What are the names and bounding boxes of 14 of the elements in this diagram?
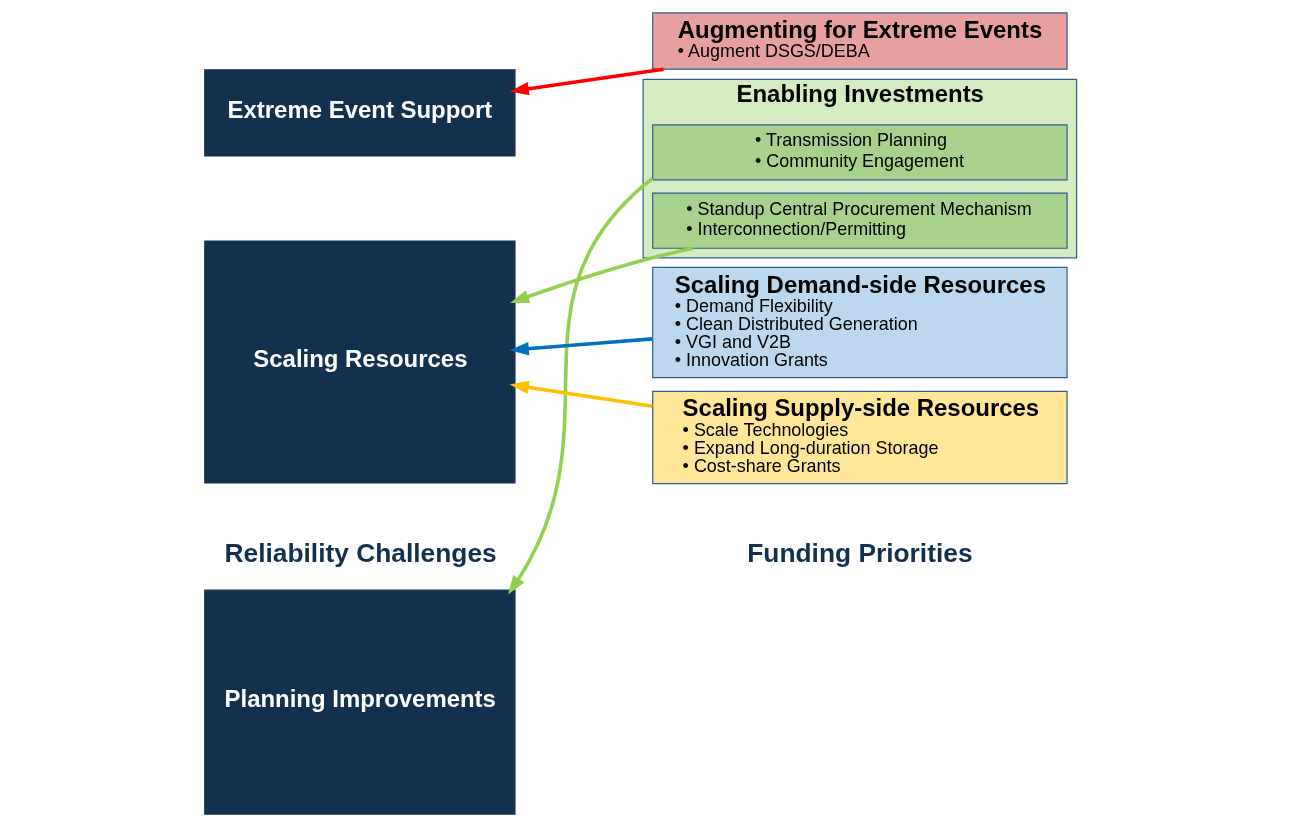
node-box: • Transmission Planning • Community Engagement [652, 124, 1068, 181]
label: Funding Priorities [747, 537, 973, 568]
node-box: Scaling Demand-side Resources • Demand Flexibility • Clean Distributed Generation • VGI and V2B • Innovation Grants [652, 266, 1068, 379]
node-box: Scaling Supply-side Resources • Scale Technologies • Expand Long-duration Storage • Cost-share Grants [652, 390, 1068, 485]
arrow [509, 67, 664, 96]
label: Reliability Challenges [224, 537, 497, 568]
arrow [508, 177, 654, 595]
node-box: Scaling Resources [204, 240, 516, 484]
node-box: Augmenting for Extreme Events • Augment DSGS/DEBA [652, 12, 1068, 70]
arrow [509, 337, 653, 356]
arrow [509, 380, 653, 408]
node-box: • Standup Central Procurement Mechanism • Interconnection/Permitting [652, 192, 1068, 249]
node-box: Planning Improvements [204, 589, 516, 815]
node-box: Extreme Event Support [204, 69, 516, 157]
